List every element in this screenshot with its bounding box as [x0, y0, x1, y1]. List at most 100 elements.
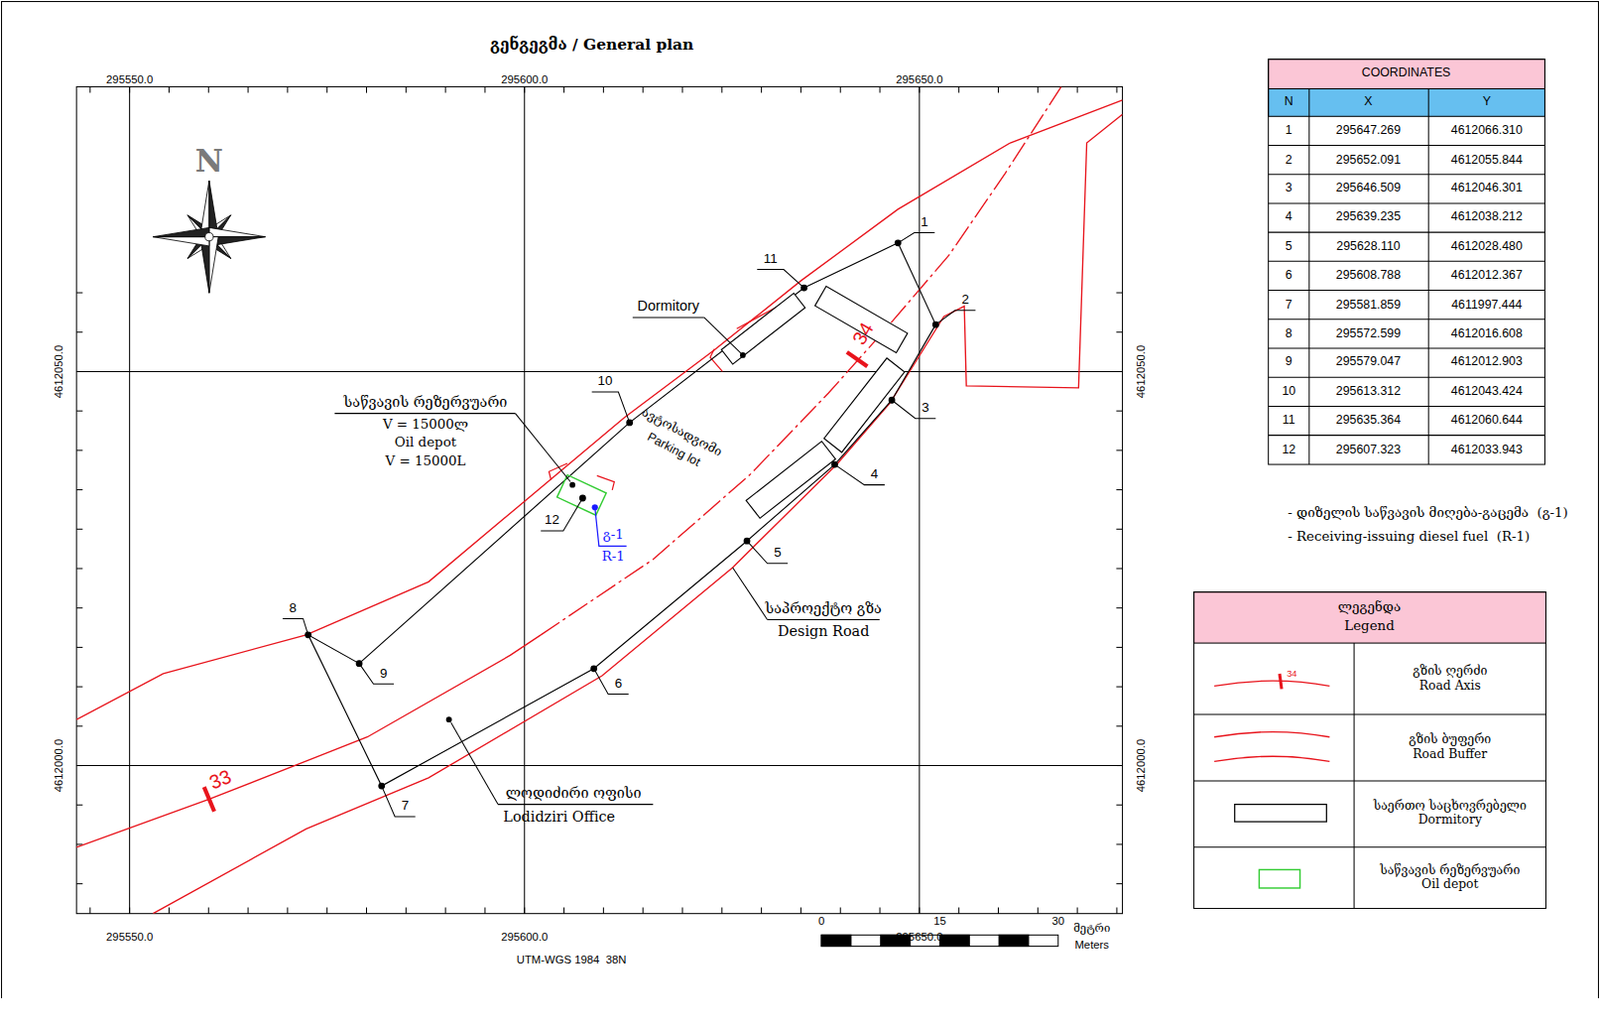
legend-heading: Legend	[1344, 618, 1394, 634]
label-underline	[497, 803, 653, 805]
frame-tick	[681, 86, 683, 93]
coordinate-table	[1268, 232, 1546, 234]
legend-table	[1194, 714, 1547, 716]
frame-tick	[1115, 489, 1122, 491]
grid-line	[76, 86, 1122, 913]
table-cell: 4612012.367	[1451, 268, 1523, 283]
note: - Receiving-issuing diesel fuel (R-1)	[1287, 528, 1530, 544]
depot-label: V = 15000L	[385, 453, 467, 469]
station-number: 33	[206, 764, 236, 794]
table-cell: 4612046.301	[1451, 181, 1523, 196]
coordinate-table	[1268, 59, 1546, 465]
scale-bar	[939, 934, 970, 946]
table-cell: 4612016.608	[1451, 326, 1523, 341]
oil-depot	[557, 475, 608, 516]
map-frame	[76, 86, 1122, 913]
office-label: ლოდიძირი ოფისი	[505, 784, 642, 802]
callout-number: 2	[961, 292, 969, 308]
depot-label: Oil depot	[394, 435, 457, 451]
frame-tick	[1077, 907, 1079, 914]
dormitory-building	[721, 292, 805, 365]
frame-tick	[1115, 804, 1122, 806]
frame-tick	[642, 86, 644, 93]
callout-number: 9	[379, 665, 387, 681]
legend-text: გზის ბუფერი Road Buffer	[1396, 733, 1504, 761]
table-cell: 4612038.212	[1451, 210, 1523, 225]
frame-tick	[642, 907, 644, 914]
scale-number: 0	[818, 913, 825, 927]
frame-tick	[76, 449, 83, 451]
point-marker	[580, 494, 587, 501]
point-marker	[932, 321, 939, 328]
label-underline	[451, 722, 498, 804]
table-cell: 4612028.480	[1451, 240, 1523, 254]
depot-label: V = 15000ლ	[382, 416, 469, 432]
frame-tick	[208, 907, 210, 914]
office-label: Lodidziri Office	[502, 808, 616, 826]
table-cell: 4612012.903	[1451, 355, 1523, 370]
frame-tick	[958, 86, 960, 93]
frame-tick	[76, 882, 83, 884]
coordinate-table	[1268, 144, 1546, 435]
frame-tick	[76, 489, 83, 491]
frame-tick	[840, 86, 842, 93]
table-cell: 11	[1282, 413, 1296, 428]
table-cell: 295579.047	[1336, 355, 1401, 370]
label-underline	[704, 317, 741, 354]
table-cell: 295635.364	[1336, 413, 1401, 428]
label-underline	[767, 618, 880, 620]
depot-label: საწვავის რეზერვუარი	[344, 393, 508, 411]
leader-line	[935, 310, 976, 325]
frame-tick	[1115, 410, 1122, 412]
point-marker	[801, 284, 808, 291]
frame-tick	[366, 86, 368, 93]
label-underline	[514, 413, 571, 483]
frame-tick	[445, 907, 447, 914]
plan-title: გენგეგმა / General plan	[490, 35, 694, 54]
leader-line	[282, 617, 309, 634]
frame-tick	[563, 907, 565, 914]
table-cell: 4612060.644	[1451, 413, 1523, 428]
dormitory-building	[815, 286, 908, 354]
callout-number: 3	[921, 400, 929, 416]
road-buffer	[76, 100, 1122, 720]
legend-table	[1194, 779, 1547, 781]
table-header: N	[1284, 95, 1294, 110]
fuel-point-leader	[595, 506, 627, 546]
callout-number: 5	[773, 545, 781, 561]
grid-line	[76, 764, 1122, 766]
leader-line	[282, 233, 976, 817]
legend-sample	[1279, 673, 1282, 689]
table-header: X	[1363, 95, 1372, 110]
frame-tick	[1115, 567, 1122, 569]
grid-line	[128, 86, 130, 913]
easting-label: 295550.0	[106, 73, 153, 87]
frame-tick	[1115, 528, 1122, 530]
easting-label: 295650.0	[895, 930, 943, 944]
dormitory-building	[745, 441, 836, 518]
frame-tick	[168, 86, 170, 93]
site-boundary	[308, 243, 937, 786]
table-cell: 4612033.943	[1451, 442, 1523, 457]
table-cell: 4	[1285, 210, 1293, 225]
table-cell: 2	[1285, 152, 1293, 167]
frame-tick	[326, 907, 328, 914]
leader-line	[359, 663, 394, 685]
sheet-border	[1, 1, 1600, 998]
northing-label: 4612000.0	[1134, 738, 1148, 792]
frame-tick	[247, 907, 249, 914]
coordinate-table	[1268, 260, 1546, 262]
frame-tick	[405, 907, 407, 914]
table-cell: 8	[1285, 326, 1293, 341]
frame-tick	[997, 86, 999, 93]
frame-tick	[76, 410, 83, 412]
frame-tick	[1115, 646, 1122, 648]
table-cell: 295608.788	[1336, 268, 1401, 283]
table-cell: 3	[1285, 181, 1293, 196]
frame-tick	[484, 86, 486, 93]
coordinate-table	[1268, 59, 1546, 465]
coordinate-table	[1268, 59, 1546, 90]
frame-tick	[721, 86, 723, 93]
frame-tick	[958, 907, 960, 914]
fuel-point-leader	[595, 506, 627, 546]
